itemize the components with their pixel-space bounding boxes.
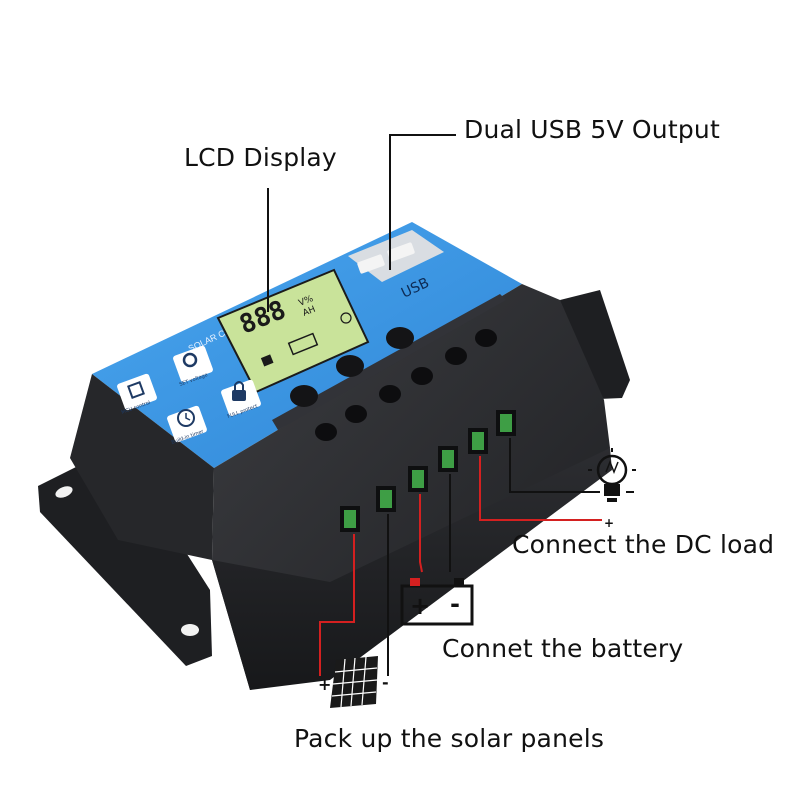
wires: [319, 438, 602, 676]
feature-icons: MCU control SET voltage Build-in timer F…: [117, 345, 261, 446]
bulb-icon: +: [588, 448, 636, 530]
mounting-flange-left: [38, 446, 212, 666]
usb-callout-line: [389, 134, 456, 270]
callout-lines: [267, 134, 456, 312]
solar-panel-icon: + -: [318, 656, 389, 708]
lcd-bulb-icon: [340, 312, 352, 324]
dc-load-label: Connect the DC load: [512, 530, 775, 559]
lcd-display-label: LCD Display: [184, 143, 337, 172]
control-buttons: [290, 327, 414, 407]
battery-label: Connet the battery: [442, 634, 684, 663]
usb-port-1: [357, 254, 385, 274]
load-plus-wire: [479, 456, 602, 521]
menu-button[interactable]: [290, 385, 318, 407]
solar-plus-wire: [319, 534, 355, 676]
battery-plus-sign: +: [410, 592, 430, 620]
lcd-units-bottom: AH: [301, 305, 317, 319]
usb-output-label: Dual USB 5V Output: [464, 115, 720, 144]
usb-port-2: [387, 242, 415, 262]
lcd-panel-icon: [260, 354, 274, 367]
terminal-screws: [315, 329, 497, 441]
up-button[interactable]: [336, 355, 364, 377]
wire-terminals: [340, 410, 516, 532]
lcd-screen: 888 V% AH: [216, 268, 370, 394]
solar-label: Pack up the solar panels: [294, 724, 605, 753]
lcd-battery-icon: [287, 332, 319, 356]
load-plus-sign: +: [604, 516, 614, 530]
load-minus-wire: [509, 438, 600, 493]
solar-plus-sign: +: [318, 675, 331, 694]
solar-minus-sign: -: [382, 673, 389, 692]
down-button[interactable]: [386, 327, 414, 349]
battery-icon: + -: [400, 578, 474, 626]
battery-minus-sign: -: [450, 590, 460, 618]
battery-plus-wire: [419, 494, 423, 573]
